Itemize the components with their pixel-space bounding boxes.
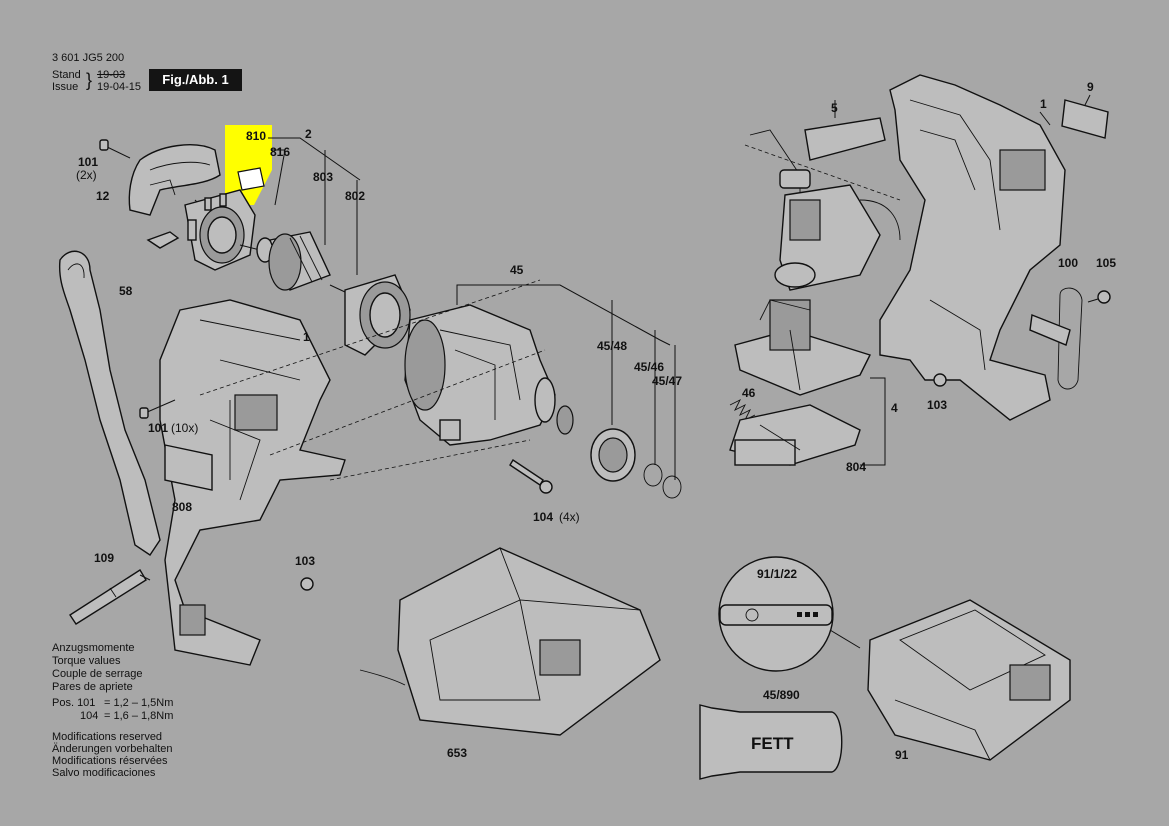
callout-101-top-qty: (2x) [76,168,97,182]
belt-clip-100 [1029,287,1083,390]
torque-row2-pos: 104 [80,710,99,722]
callout-804[interactable]: 804 [846,460,867,474]
torque-title-es: Pares de apriete [52,681,133,693]
screw-104 [509,459,553,494]
callout-100[interactable]: 100 [1058,256,1079,270]
callout-91[interactable]: 91 [895,748,909,762]
battery-pack-91 [867,599,1071,761]
notice-es: Salvo modificaciones [52,767,156,779]
brace: } [86,70,93,90]
housing-right-1 [879,74,1066,421]
callout-45-47[interactable]: 45/47 [652,374,683,388]
callout-101-top[interactable]: 101 [78,155,99,169]
belt-strap-58 [58,250,161,556]
callout-46[interactable]: 46 [742,386,756,400]
callout-58[interactable]: 58 [119,284,133,298]
callout-1-left[interactable]: 1 [303,330,310,344]
grease-label: FETT [751,734,794,753]
issue-date: 19-04-15 [97,81,142,93]
charger-653 [359,547,661,736]
callout-653[interactable]: 653 [447,746,468,760]
stator-ring-802 [344,274,411,356]
callout-2[interactable]: 2 [305,127,312,141]
callout-12[interactable]: 12 [96,189,110,203]
label-9 [1061,99,1109,139]
ring-45-46 [643,463,663,487]
screw-101-top [99,139,131,159]
callout-45-46[interactable]: 45/46 [634,360,665,374]
ring-45-47 [662,475,682,499]
callout-103-right[interactable]: 103 [927,398,948,412]
rotor [239,231,346,293]
notice-fr: Modifications réservées [52,755,168,767]
notice-en: Modifications reserved [52,731,163,743]
detail-magnifier [718,556,861,672]
nut-103-right [933,373,947,387]
callout-803[interactable]: 803 [313,170,334,184]
callout-104-qty: (4x) [559,510,580,524]
torque-title-de: Anzugsmomente [52,642,135,654]
callout-45[interactable]: 45 [510,263,524,277]
callout-808[interactable]: 808 [172,500,193,514]
electronics-module-816 [184,189,256,271]
old-date: 19-03 [97,69,126,81]
grease-tube-45-890: FETT [699,704,843,780]
callout-1-right[interactable]: 1 [1040,97,1047,111]
clip [146,231,180,249]
callout-101-left[interactable]: 101 [148,421,169,435]
callout-802[interactable]: 802 [345,189,366,203]
document-number: 3 601 JG5 200 [52,52,125,64]
switch-base-4 [734,299,871,396]
torque-title-fr: Couple de serrage [52,668,143,680]
callout-109[interactable]: 109 [94,551,115,565]
callout-4[interactable]: 4 [891,401,898,415]
nut-103-left [300,577,314,591]
callout-810[interactable]: 810 [246,129,267,143]
callout-816[interactable]: 816 [270,145,291,159]
battery-contact-plate-804 [729,404,861,466]
callout-45-48[interactable]: 45/48 [597,339,628,353]
issue-label: Issue [52,81,79,93]
label-808 [164,444,213,491]
callout-91-1-22[interactable]: 91/1/22 [757,567,798,581]
callout-104[interactable]: 104 [533,510,554,524]
notice-de: Änderungen vorbehalten [52,743,173,755]
callout-45-890[interactable]: 45/890 [763,688,800,702]
screw-105 [1087,290,1111,304]
torque-row1-pos: Pos. 101 [52,697,96,709]
torque-row1-value: = 1,2 – 1,5Nm [104,697,174,709]
figure-badge: Fig./Abb. 1 [149,69,242,91]
callout-101-left-qty: (10x) [171,421,199,435]
callout-5[interactable]: 5 [831,101,838,115]
callout-9[interactable]: 9 [1087,80,1094,94]
housing-left-1 [159,299,346,666]
torque-row2-value: = 1,6 – 1,8Nm [104,710,174,722]
gear-housing-45 [404,304,574,446]
screwdriver-bit-109 [69,569,151,625]
stand-label: Stand [52,69,81,81]
callout-103-left[interactable]: 103 [295,554,316,568]
switch-assembly [749,100,901,291]
screw-101-left [139,399,176,419]
label-sticker-810 [237,167,265,191]
torque-title-en: Torque values [52,655,121,667]
callout-105[interactable]: 105 [1096,256,1117,270]
